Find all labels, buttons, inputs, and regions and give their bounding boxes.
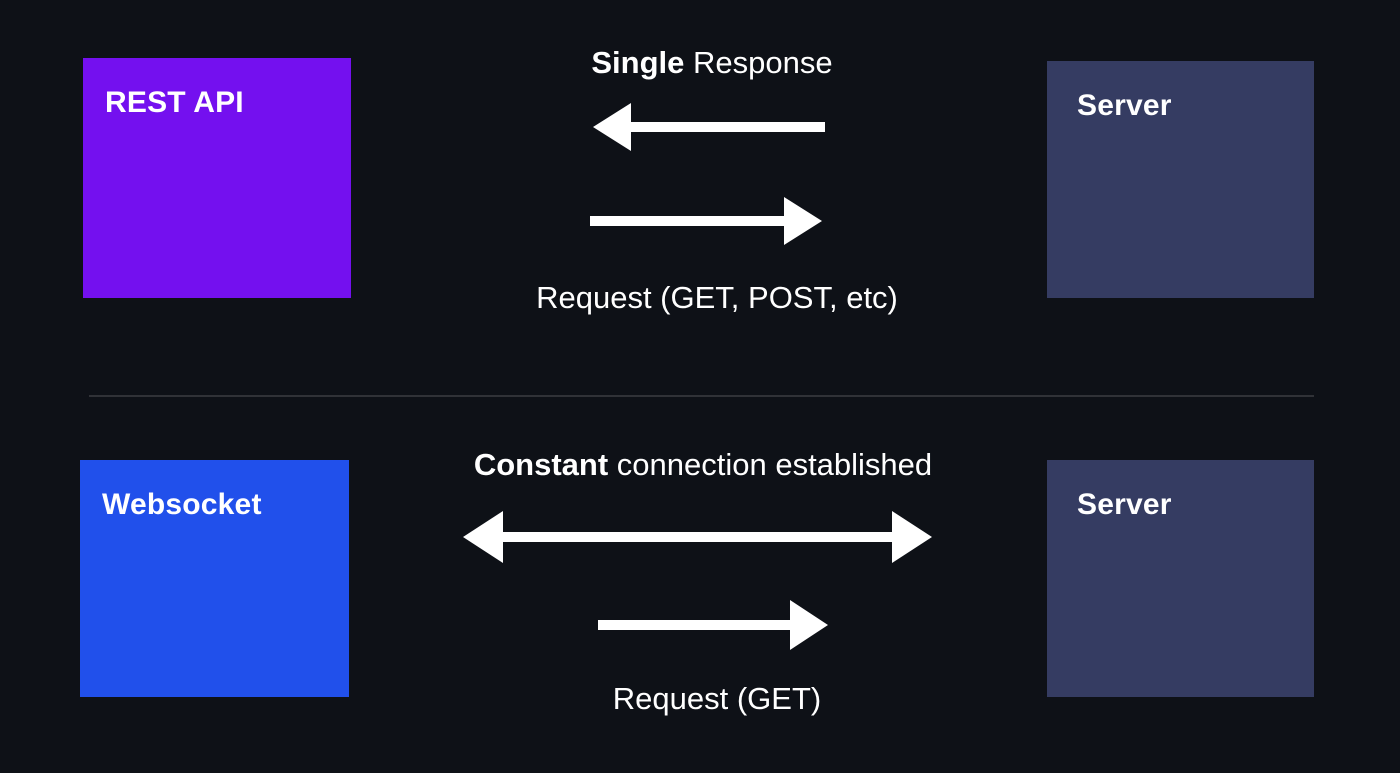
- rest-server-box-label: Server: [1077, 89, 1172, 122]
- constant-connection-label-bold: Constant: [473, 447, 609, 482]
- single-response-label-bold: Single: [591, 45, 685, 80]
- constant-connection-label: Constant connection established: [474, 447, 932, 483]
- websocket-box: Websocket: [80, 460, 349, 697]
- constant-connection-double-arrow-icon: [463, 511, 932, 563]
- ws-server-box-label: Server: [1077, 488, 1172, 521]
- ws-server-box: Server: [1047, 460, 1314, 697]
- rest-api-box-label: REST API: [105, 86, 244, 119]
- rest-api-box: REST API: [83, 58, 351, 298]
- ws-request-label: Request (GET): [612, 681, 822, 716]
- single-response-label: Single Response: [591, 45, 832, 81]
- rest-request-label: Request (GET, POST, etc): [536, 280, 898, 315]
- rest-server-box: Server: [1047, 61, 1314, 298]
- response-arrow-left-icon: [593, 103, 825, 151]
- section-divider: [89, 395, 1314, 397]
- request-arrow-right-icon: [590, 197, 822, 245]
- constant-connection-label-rest: connection established: [608, 447, 933, 482]
- single-response-label-rest: Response: [684, 45, 833, 80]
- websocket-box-label: Websocket: [102, 488, 262, 521]
- ws-request-arrow-right-icon: [598, 600, 828, 650]
